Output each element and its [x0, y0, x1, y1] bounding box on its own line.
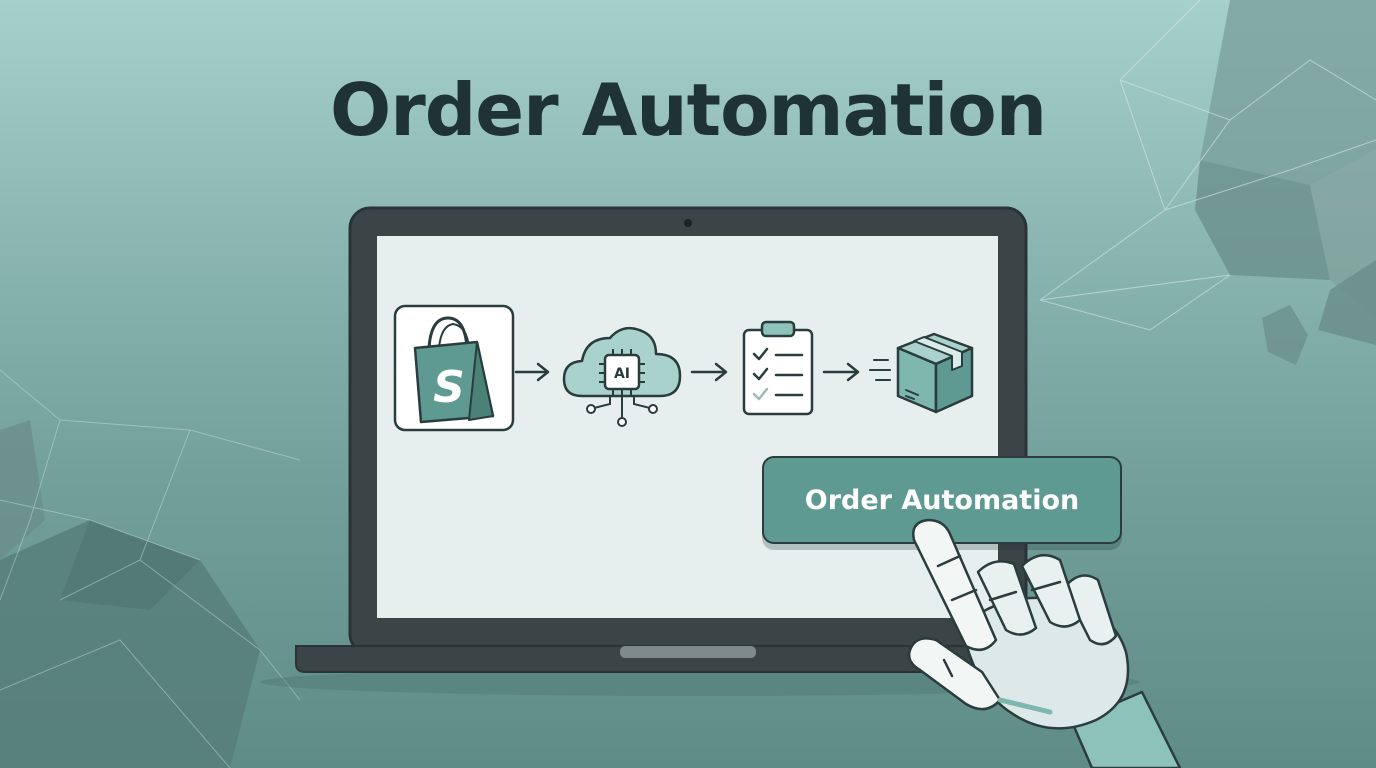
- page-title: Order Automation: [330, 68, 1047, 152]
- arrow-right-icon: [822, 362, 860, 382]
- checklist-clipboard-icon: [742, 320, 814, 416]
- ai-chip-label: AI: [614, 366, 630, 382]
- order-automation-button[interactable]: Order Automation: [762, 456, 1122, 544]
- arrow-right-icon: [690, 362, 728, 382]
- shipping-box-icon: [869, 332, 974, 414]
- ai-cloud-chip-icon: AI: [562, 326, 682, 427]
- shopify-glyph: S: [433, 362, 465, 413]
- arrow-right-icon: [514, 362, 550, 382]
- shopify-bag-icon: S: [393, 304, 515, 432]
